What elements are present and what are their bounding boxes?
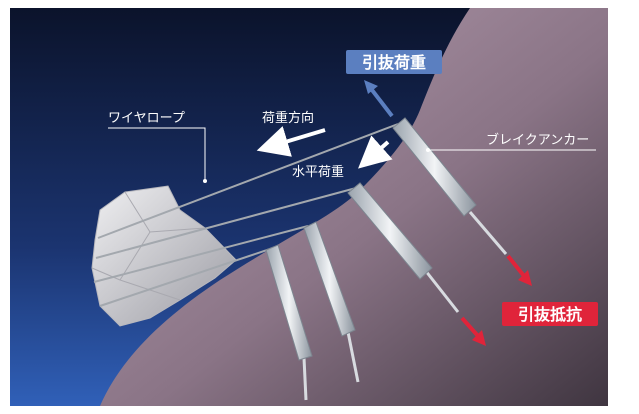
anchor-rod — [392, 117, 477, 217]
rock-facet — [91, 191, 206, 301]
resistance-arrow-1 — [506, 254, 526, 278]
wire-rope-label: ワイヤロープ — [108, 111, 185, 126]
brake-anchor-label: ブレイクアンカー — [486, 132, 589, 148]
wire-rope-leader-dot — [203, 179, 207, 183]
resistance-arrowhead-2 — [472, 330, 486, 346]
anchor-rod — [347, 182, 433, 280]
pullout-resistance-label: 引抜抵抗 — [518, 305, 582, 324]
anchor-4 — [265, 244, 313, 401]
anchor-rod — [265, 244, 313, 361]
horizontal-load-arrow — [358, 135, 393, 169]
anchor-1 — [392, 117, 508, 255]
load-direction-label: 荷重方向 — [262, 110, 314, 126]
pullout-load-arrowhead — [364, 80, 378, 94]
anchor-3 — [303, 221, 360, 383]
slope-ground — [100, 8, 608, 406]
anchor-tail — [302, 357, 308, 401]
horizontal-load-label: 水平荷重 — [292, 164, 344, 180]
wire-rope-leader — [108, 127, 206, 180]
resistance-arrow-2 — [460, 316, 480, 338]
resistance-arrowhead-1 — [518, 270, 532, 286]
wire-rope — [95, 187, 357, 259]
anchor-2 — [347, 182, 460, 313]
wire-rope — [93, 225, 309, 283]
brake-anchor-leader-dot — [426, 148, 430, 152]
pullout-load-badge — [346, 50, 442, 74]
pullout-resistance-badge — [502, 302, 598, 326]
wire-ropes — [93, 123, 399, 307]
pullout-load-label: 引抜荷重 — [362, 53, 426, 72]
rock — [91, 185, 237, 327]
anchor-tail — [423, 269, 460, 313]
load-direction-arrow — [256, 126, 326, 157]
anchor-rod — [303, 221, 356, 337]
pullout-load-arrow — [370, 88, 394, 118]
anchor-tail — [468, 211, 508, 255]
anchor-tail — [346, 331, 360, 383]
wire-rope — [97, 123, 399, 239]
wire-rope — [99, 247, 274, 307]
